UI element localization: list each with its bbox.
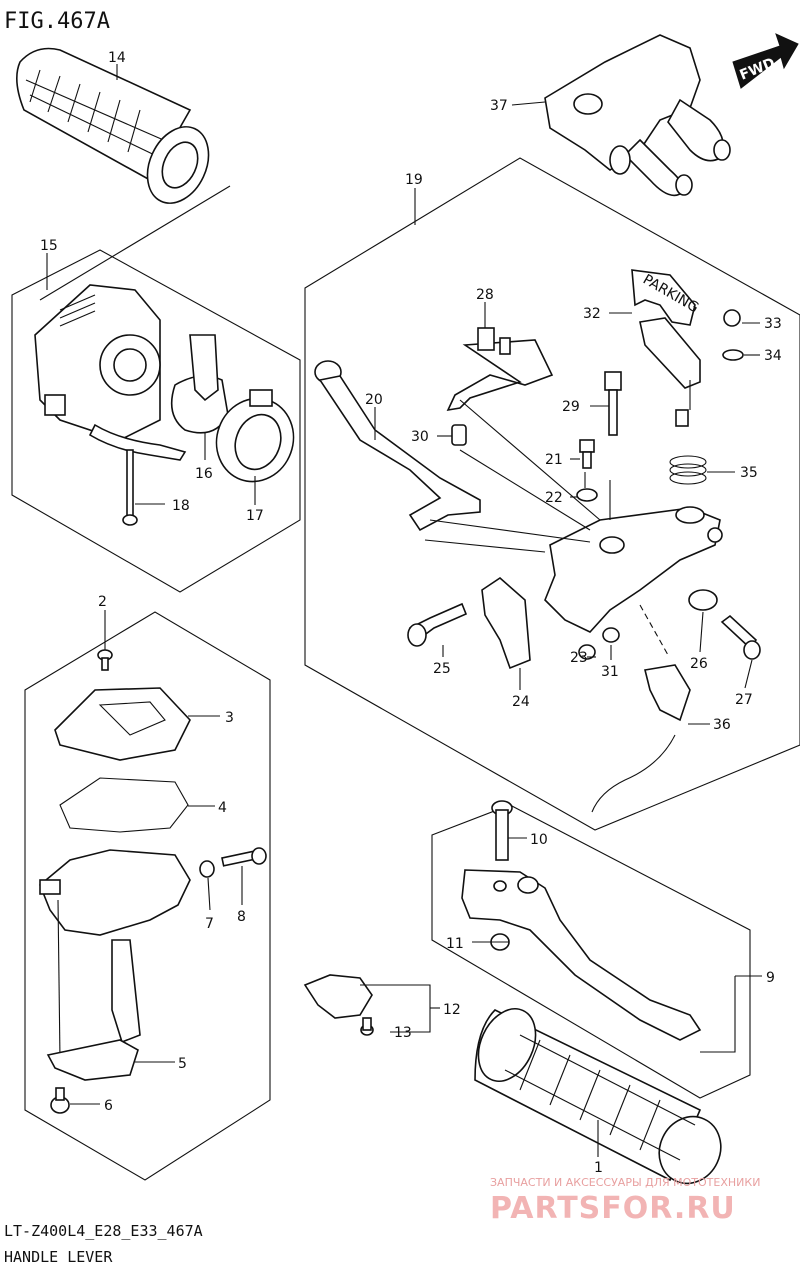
part-21-pin	[579, 439, 595, 469]
part-26-collar	[688, 589, 718, 611]
callout-7: 7	[205, 916, 214, 932]
arrow-right-icon	[732, 33, 799, 89]
callout-33: 33	[764, 316, 782, 332]
part-33-screw	[723, 309, 741, 327]
part-3-cover	[54, 687, 191, 761]
part-7-nut	[199, 860, 215, 878]
callout-23: 23	[570, 650, 588, 666]
part-23-nut	[578, 644, 596, 660]
callout-12: 12	[443, 1002, 461, 1018]
part-5-boot	[46, 1039, 139, 1081]
part-29-bolt	[604, 371, 622, 436]
part-12-switch	[303, 974, 373, 1019]
box-19-frame	[304, 157, 800, 831]
callout-1: 1	[594, 1160, 603, 1176]
part-27-screw	[720, 614, 761, 660]
callout-21: 21	[545, 452, 563, 468]
callout-13: 13	[394, 1025, 412, 1041]
part-35-spring	[669, 455, 707, 485]
callout-2: 2	[98, 594, 107, 610]
part-master-cylinder-body	[39, 849, 191, 1061]
callout-26: 26	[690, 656, 708, 672]
callout-29: 29	[562, 399, 580, 415]
callout-22: 22	[545, 490, 563, 506]
callout-14: 14	[108, 50, 126, 66]
watermark: ЗАПЧАСТИ И АКСЕССУАРЫ ДЛЯ МОТОТЕХНИКИ PA…	[490, 1176, 760, 1226]
part-37-switch-housing	[544, 34, 731, 197]
part-36-stop-switch	[591, 664, 691, 813]
part-25-bolt	[407, 602, 468, 647]
figure-title: FIG.467A	[4, 9, 110, 34]
callout-16: 16	[195, 466, 213, 482]
leader-lines	[46, 64, 762, 1157]
part-lever-bracket	[544, 506, 723, 633]
callout-15: 15	[40, 238, 58, 254]
callout-6: 6	[104, 1098, 113, 1114]
callout-9: 9	[766, 970, 775, 986]
part-28-bracket	[446, 327, 554, 412]
callout-18: 18	[172, 498, 190, 514]
part-10-bolt	[491, 800, 513, 861]
part-34-washer	[722, 349, 744, 361]
callout-8: 8	[237, 909, 246, 925]
callout-36: 36	[713, 717, 731, 733]
part-8-bolt	[221, 847, 267, 867]
part-14-grip	[16, 47, 210, 204]
callout-25: 25	[433, 661, 451, 677]
callout-5: 5	[178, 1056, 187, 1072]
callout-11: 11	[446, 936, 464, 952]
callout-10: 10	[530, 832, 548, 848]
part-13-screw	[360, 1017, 374, 1036]
footer-name: HANDLE LEVER	[4, 1248, 113, 1266]
callout-32: 32	[583, 306, 601, 322]
callout-30: 30	[411, 429, 429, 445]
watermark-site: PARTSFOR.RU	[490, 1191, 736, 1226]
part-2-screw	[97, 649, 113, 671]
part-18-screw	[122, 449, 138, 526]
callout-34: 34	[764, 348, 782, 364]
callout-4: 4	[218, 800, 227, 816]
part-22-washer	[576, 488, 598, 502]
part-9-lever	[461, 869, 702, 1041]
part-30-collar	[451, 424, 467, 446]
part-32-parking-plate: PARKING	[631, 269, 701, 427]
part-31-nut	[602, 627, 620, 643]
callout-17: 17	[246, 508, 264, 524]
watermark-tagline: ЗАПЧАСТИ И АКСЕССУАРЫ ДЛЯ МОТОТЕХНИКИ	[490, 1176, 760, 1189]
callout-labels: 14 37 15 19 16 17 18 20 28 32 33 34 29 3…	[40, 50, 782, 1176]
callout-24: 24	[512, 694, 530, 710]
part-4-gasket	[59, 777, 189, 833]
callout-31: 31	[601, 664, 619, 680]
part-1-grip	[474, 1008, 722, 1185]
fwd-badge: FWD	[732, 33, 799, 89]
callout-28: 28	[476, 287, 494, 303]
callout-37: 37	[490, 98, 508, 114]
part-16-clamp	[170, 334, 229, 434]
callout-19: 19	[405, 172, 423, 188]
callout-35: 35	[740, 465, 758, 481]
box-15-frame	[11, 249, 301, 593]
callout-27: 27	[735, 692, 753, 708]
callout-20: 20	[365, 392, 383, 408]
callout-3: 3	[225, 710, 234, 726]
part-17-ring	[215, 389, 295, 483]
footer-code: LT-Z400L4_E28_E33_467A	[4, 1222, 203, 1240]
part-15-switch-assembly	[34, 284, 187, 461]
part-24-clamp	[481, 576, 531, 670]
box-master-cylinder-frame	[24, 611, 271, 1181]
part-6-bolt	[50, 1087, 70, 1114]
